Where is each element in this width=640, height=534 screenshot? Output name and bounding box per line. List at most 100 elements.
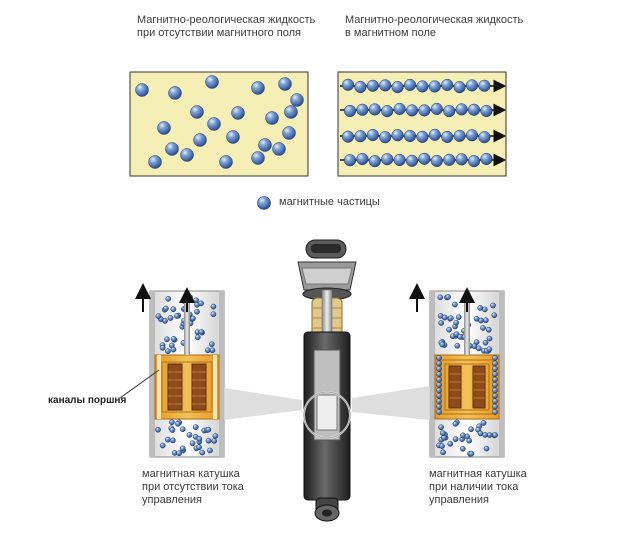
shock-absorber-image	[297, 239, 357, 522]
chain-particle	[354, 80, 367, 94]
chain-particle	[428, 128, 441, 141]
random-particles	[135, 75, 304, 169]
fluid-particle	[468, 450, 475, 457]
chain-particle	[405, 154, 419, 167]
chain-particle	[403, 78, 417, 91]
chain-particle	[381, 153, 394, 166]
channel-particle	[492, 382, 498, 388]
particle	[282, 126, 296, 140]
fluid-particle	[438, 320, 445, 326]
fluid-particle	[448, 315, 454, 321]
chain-particle	[341, 130, 355, 143]
chain-particle	[467, 155, 481, 168]
chain-particle	[381, 105, 394, 118]
fluid-particle	[175, 420, 181, 427]
fluid-particle	[459, 445, 466, 452]
fluid-particle	[460, 432, 466, 439]
fluid-particle	[163, 305, 169, 312]
fluid-particle	[194, 334, 201, 341]
label-with-field: Магнитно-реологическая жидкость в магнит…	[345, 14, 524, 39]
chain-particle	[391, 81, 404, 94]
fluid-particle	[170, 336, 177, 342]
fluid-particle	[453, 319, 460, 326]
chain-particle	[403, 129, 417, 143]
particle	[193, 133, 207, 147]
channel-particle	[492, 355, 498, 361]
particle	[284, 105, 298, 119]
fluid-particle	[159, 345, 166, 351]
channel-particle	[436, 355, 442, 361]
channel-particle	[436, 398, 442, 405]
chain-particle	[379, 79, 392, 92]
channel-particle	[492, 398, 498, 405]
channel-particle	[492, 387, 498, 394]
fluid-particle	[437, 294, 444, 301]
particle	[190, 105, 204, 119]
chain-particle	[480, 152, 493, 166]
chain-particle	[418, 152, 431, 165]
fluid-particle	[170, 346, 177, 353]
fluid-particle	[439, 430, 446, 436]
fluid-particle	[446, 326, 453, 333]
fluid-particle	[482, 317, 489, 324]
fluid-particle	[190, 315, 196, 322]
fluid-particle	[212, 433, 219, 439]
chain-particle	[356, 152, 369, 166]
fluid-particle	[482, 339, 489, 346]
fluid-particle	[189, 440, 196, 447]
connector-left	[224, 388, 302, 420]
channel-particle	[436, 403, 442, 410]
fluid-particle	[452, 420, 459, 427]
fluid-particle	[208, 341, 215, 348]
fluid-particle	[438, 424, 444, 431]
channel-particle	[436, 360, 442, 367]
particle	[207, 117, 221, 131]
channel-particle	[436, 371, 442, 378]
fluid-particle	[210, 303, 217, 310]
fluid-particle	[192, 424, 199, 430]
chain-particle	[393, 102, 406, 115]
fluid-particle	[169, 427, 176, 433]
fluid-particle	[445, 294, 451, 300]
chain-particle	[465, 129, 479, 142]
fluid-particle	[473, 315, 480, 322]
fluid-particle	[439, 443, 445, 449]
particle	[251, 151, 265, 165]
particle	[231, 106, 245, 120]
pointer-line	[119, 369, 160, 399]
chain-particle	[418, 104, 431, 117]
fluid-particle	[455, 314, 462, 321]
chain-particle	[343, 104, 357, 118]
fluid-particle	[196, 444, 202, 451]
fluid-particle	[485, 326, 492, 333]
particle	[258, 138, 272, 152]
channel-particle-chains	[436, 355, 498, 415]
fluid-particle	[179, 445, 186, 452]
right-particles	[436, 294, 498, 457]
fluid-particle	[165, 295, 172, 302]
fluid-particle	[211, 438, 218, 444]
chain-particle	[354, 130, 367, 143]
connector-right	[352, 386, 430, 420]
channel-particle	[436, 392, 442, 399]
fluid-particle	[176, 450, 182, 457]
chain-particle	[465, 79, 479, 92]
channel-particle	[436, 382, 442, 388]
fluid-particle	[187, 294, 194, 301]
channel-particle	[492, 392, 498, 399]
particle	[278, 77, 292, 91]
particle	[205, 75, 219, 89]
chain-particle	[379, 131, 392, 144]
fluid-particle	[482, 432, 488, 438]
fluid-particle	[447, 440, 454, 447]
particle-chains	[340, 78, 507, 168]
channel-particle	[436, 409, 442, 415]
particle	[290, 93, 304, 107]
channel-particle	[436, 376, 442, 383]
chain-particle	[391, 129, 404, 142]
fluid-particle	[159, 442, 166, 449]
fluid-particle	[486, 335, 493, 342]
fluid-particle	[194, 308, 200, 315]
chain-particle	[416, 130, 429, 143]
